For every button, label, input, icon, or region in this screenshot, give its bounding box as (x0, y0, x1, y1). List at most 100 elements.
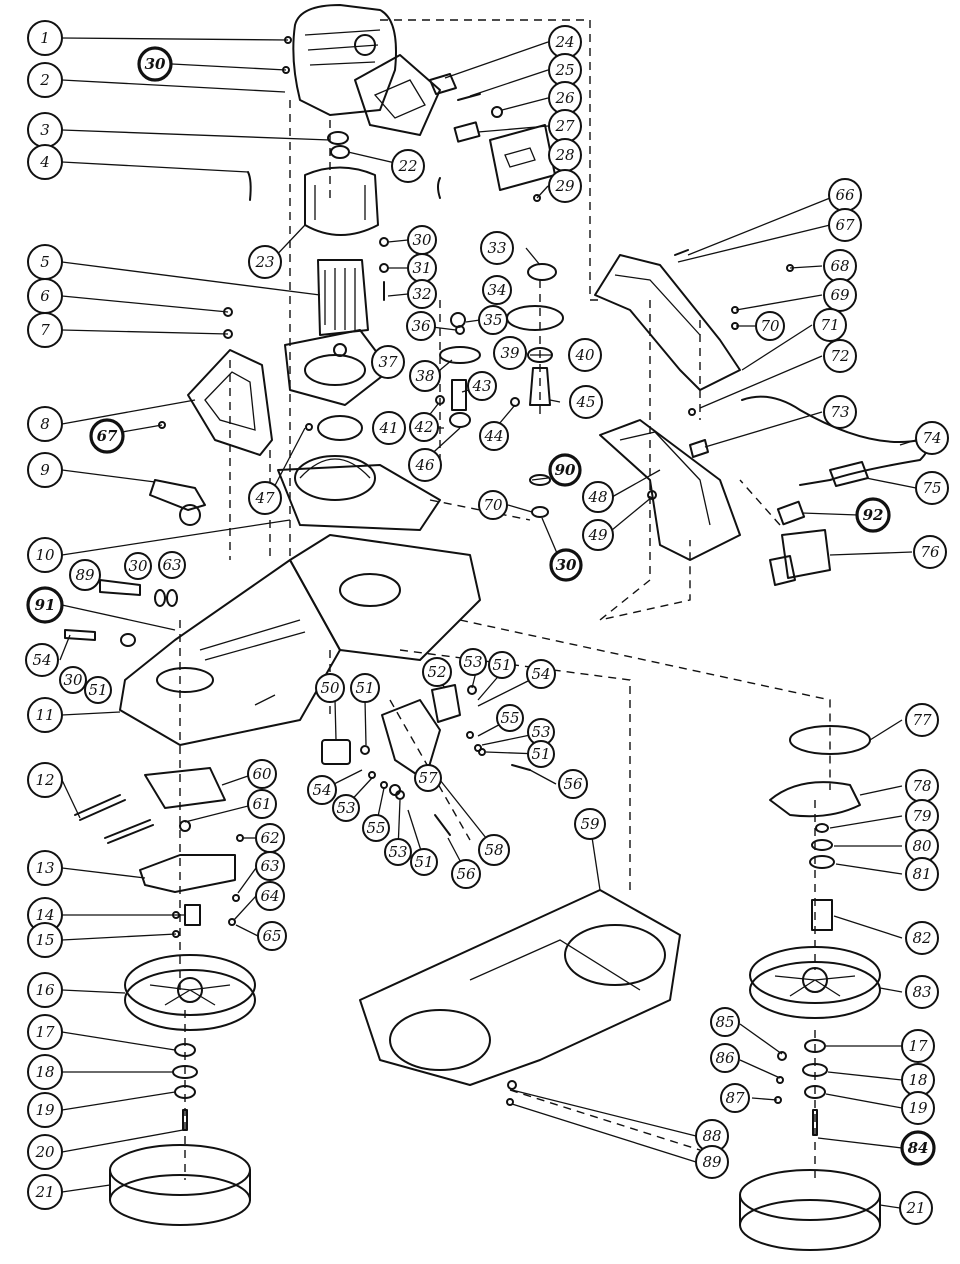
callout-67: 67 (89, 418, 125, 454)
svg-text:26: 26 (554, 89, 575, 107)
callout-51-a: 51 (488, 651, 516, 679)
svg-text:22: 22 (397, 157, 417, 175)
callout-70-mid: 70 (478, 490, 508, 520)
callout-1: 1 (27, 20, 63, 56)
callout-45: 45 (569, 385, 603, 419)
callout-2: 2 (27, 62, 63, 98)
callout-32: 32 (407, 279, 437, 309)
callout-30-right: 30 (549, 548, 583, 582)
callout-30-left: 30 (124, 552, 152, 580)
svg-text:80: 80 (912, 837, 932, 855)
svg-text:37: 37 (378, 353, 398, 371)
callout-42: 42 (409, 412, 439, 442)
callout-55-a: 55 (496, 704, 524, 732)
callout-21-right: 21 (899, 1191, 933, 1225)
svg-text:46: 46 (414, 456, 435, 474)
svg-text:76: 76 (920, 543, 940, 561)
svg-text:28: 28 (554, 146, 574, 164)
callout-56-b: 56 (451, 859, 481, 889)
handle-assembly (594, 249, 929, 586)
callout-53-c: 53 (332, 794, 360, 822)
callout-73: 73 (823, 395, 857, 429)
small-fasteners (158, 36, 794, 1106)
callout-53-d: 53 (384, 838, 412, 866)
svg-text:50: 50 (320, 679, 340, 697)
callout-82: 82 (905, 921, 939, 955)
svg-text:9: 9 (40, 461, 50, 479)
callout-3: 3 (27, 112, 63, 148)
svg-text:69: 69 (830, 286, 850, 304)
svg-text:54: 54 (32, 651, 51, 669)
callout-28: 28 (548, 138, 582, 172)
svg-text:5: 5 (40, 253, 50, 271)
callout-60: 60 (247, 759, 277, 789)
svg-text:92: 92 (863, 506, 884, 524)
callout-26: 26 (548, 81, 582, 115)
svg-text:79: 79 (912, 807, 932, 825)
svg-text:25: 25 (554, 61, 574, 79)
callout-70-right: 70 (755, 311, 785, 341)
svg-text:51: 51 (414, 853, 433, 871)
svg-text:4: 4 (39, 153, 50, 171)
svg-text:55: 55 (500, 709, 519, 727)
svg-text:27: 27 (554, 117, 575, 135)
callout-labels: 1 30 2 3 4 5 6 7 8 67 9 10 89 30 63 91 5… (25, 20, 949, 1225)
svg-text:89: 89 (75, 566, 95, 584)
callout-57: 57 (414, 764, 442, 792)
callout-8: 8 (27, 406, 63, 442)
svg-text:89: 89 (702, 1153, 722, 1171)
callout-69: 69 (823, 278, 857, 312)
svg-text:91: 91 (35, 596, 56, 614)
svg-text:7: 7 (40, 321, 50, 339)
callout-24: 24 (548, 25, 582, 59)
callout-17-left: 17 (27, 1014, 63, 1050)
callout-18-left: 18 (27, 1054, 63, 1090)
callout-74: 74 (915, 421, 949, 455)
svg-text:70: 70 (760, 317, 780, 335)
callout-87: 87 (720, 1083, 750, 1113)
svg-text:38: 38 (415, 367, 434, 385)
callout-89-left: 89 (69, 559, 101, 591)
callout-12: 12 (27, 762, 63, 798)
callout-64: 64 (255, 881, 285, 911)
callout-77: 77 (905, 703, 939, 737)
svg-text:31: 31 (412, 259, 431, 277)
callout-61: 61 (247, 789, 277, 819)
leader-lines (59, 37, 917, 1209)
callout-44: 44 (479, 421, 509, 451)
svg-text:39: 39 (500, 344, 520, 362)
callout-71: 71 (813, 308, 847, 342)
callout-25: 25 (548, 53, 582, 87)
callout-51-left: 51 (84, 676, 112, 704)
callout-33: 33 (480, 231, 514, 265)
svg-text:51: 51 (88, 681, 107, 699)
callout-66: 66 (828, 178, 862, 212)
svg-text:74: 74 (922, 429, 941, 447)
svg-text:86: 86 (715, 1049, 735, 1067)
callout-19-right: 19 (901, 1091, 935, 1125)
svg-text:14: 14 (35, 906, 54, 924)
callout-19-left: 19 (27, 1092, 63, 1128)
callout-38: 38 (409, 360, 441, 392)
callout-34: 34 (482, 275, 512, 305)
svg-text:17: 17 (35, 1023, 55, 1041)
svg-text:66: 66 (835, 186, 855, 204)
svg-text:19: 19 (35, 1101, 55, 1119)
svg-text:51: 51 (531, 745, 550, 763)
svg-text:6: 6 (40, 287, 50, 305)
callout-27: 27 (548, 109, 582, 143)
svg-text:32: 32 (412, 285, 431, 303)
svg-text:68: 68 (830, 257, 849, 275)
svg-text:56: 56 (456, 865, 476, 883)
svg-text:51: 51 (355, 679, 374, 697)
svg-text:29: 29 (554, 177, 575, 195)
callout-5: 5 (27, 244, 63, 280)
gear-plate (277, 329, 441, 531)
svg-text:64: 64 (260, 887, 279, 905)
callout-59: 59 (574, 808, 606, 840)
callout-9: 9 (27, 452, 63, 488)
svg-text:71: 71 (820, 316, 839, 334)
callout-91: 91 (26, 586, 64, 624)
callout-17-right: 17 (901, 1029, 935, 1063)
callout-62: 62 (255, 823, 285, 853)
